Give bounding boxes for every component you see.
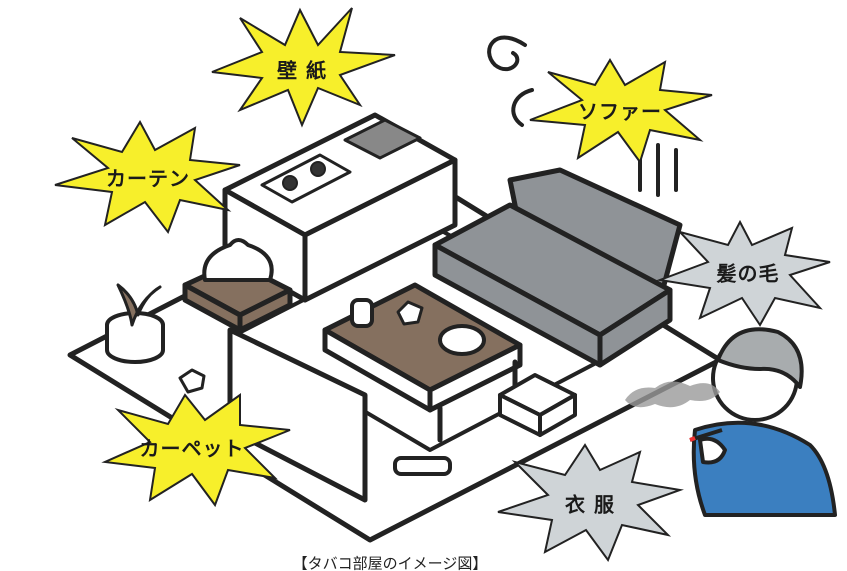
burst-label-hair: 髪の毛 (716, 261, 780, 286)
burner (310, 161, 326, 177)
cigarette-icon (689, 428, 723, 442)
smoke-cloud (625, 381, 720, 408)
burst-hair (656, 219, 831, 327)
burst-label-sofa: ソファー (578, 99, 662, 124)
cup (350, 298, 374, 328)
paper-ball (178, 368, 206, 394)
burst-wallpaper (211, 7, 396, 128)
smoking-man (691, 327, 837, 517)
caption: 【タバコ部屋のイメージ図】 (292, 554, 488, 571)
ashtray (438, 324, 486, 356)
burst-curtain (54, 119, 241, 235)
burst-clothes (497, 443, 684, 563)
burst-label-wallpaper: 壁 紙 (277, 58, 327, 83)
burst-sofa (529, 58, 713, 165)
stove (260, 153, 352, 204)
dried-plant (116, 283, 162, 327)
sweater (691, 420, 837, 517)
crumpled-tissue (396, 300, 424, 326)
sofa-side (597, 287, 673, 368)
sink (343, 118, 422, 160)
smoke-swirl-icon (487, 35, 678, 197)
hand (698, 436, 727, 465)
burst-label-clothes: 衣 服 (565, 492, 615, 517)
coffee-table-side (427, 342, 523, 413)
burner (282, 175, 298, 191)
partition-wall (227, 327, 368, 503)
hair (716, 327, 804, 389)
tube-on-floor (393, 456, 452, 476)
garbage-bag (202, 238, 274, 282)
burst-label-carpet: カーペット (139, 436, 245, 461)
burst-label-curtain: カーテン (106, 166, 190, 191)
kitchen-counter-side (302, 157, 458, 303)
burst-carpet (101, 393, 291, 508)
